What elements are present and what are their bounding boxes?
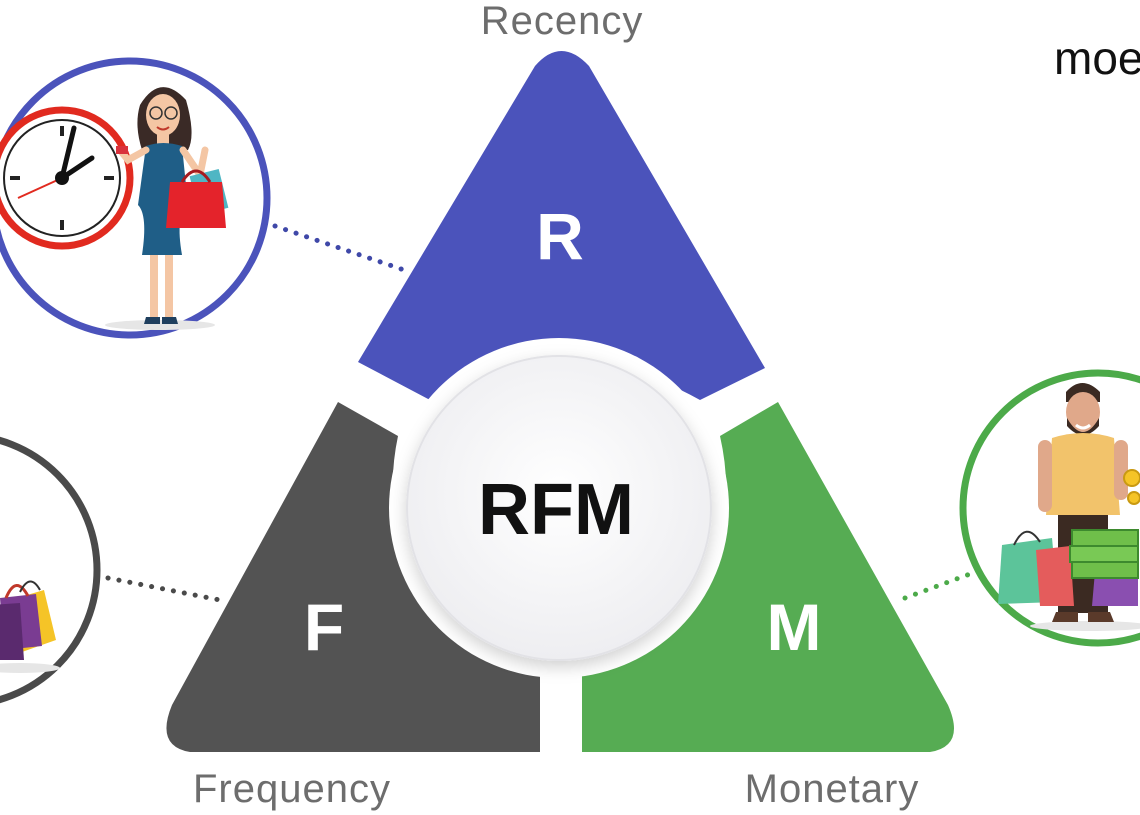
frequency-segment [166, 402, 540, 752]
clock-icon [0, 106, 134, 250]
frequency-letter: F [304, 590, 344, 664]
shopping-bags-icon [0, 580, 60, 673]
frequency-label: Frequency [193, 767, 391, 811]
brand-logo: moe [1054, 32, 1140, 84]
center-circle [406, 355, 712, 661]
monetary-illustration [959, 369, 1140, 647]
recency-illustration [0, 57, 271, 339]
monetary-letter: M [767, 590, 822, 664]
recency-connector [272, 223, 413, 275]
frequency-connector [105, 575, 228, 604]
frequency-illustration [0, 436, 101, 704]
center-label: RFM [478, 470, 634, 550]
recency-letter: R [536, 199, 584, 273]
shopper-woman-icon [105, 87, 229, 330]
monetary-label: Monetary [745, 767, 920, 811]
recency-segment [358, 51, 765, 400]
monetary-segment [582, 402, 954, 752]
recency-label: Recency [481, 0, 644, 43]
man-with-money-icon [998, 383, 1140, 631]
monetary-connector [902, 571, 973, 601]
